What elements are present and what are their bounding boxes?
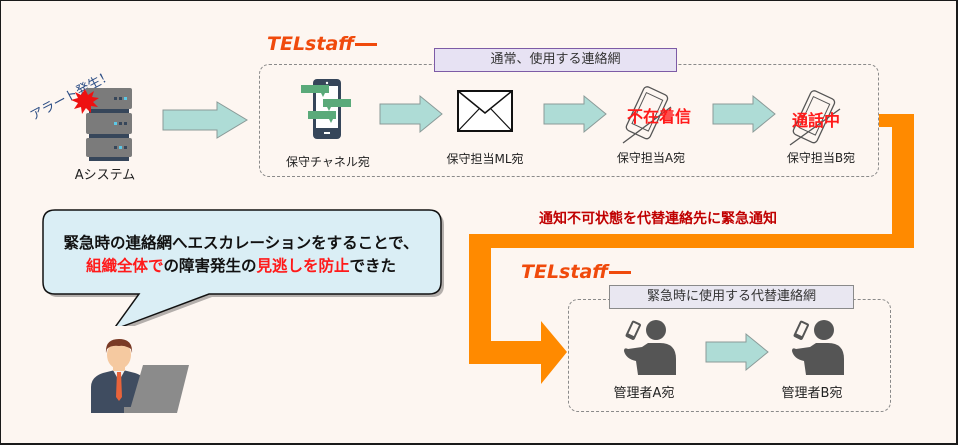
escalation-arrow bbox=[469, 114, 914, 384]
step-label: 保守担当A宛 bbox=[616, 151, 686, 165]
telstaff-logo: TELstaff bbox=[521, 261, 632, 283]
server-icon bbox=[71, 88, 132, 161]
source-system-label: Aシステム bbox=[74, 168, 136, 183]
secondary-network-title: 緊急時に使用する代替連絡網 bbox=[609, 285, 854, 309]
callout-line-2: 組織全体での障害発生の見逃しを防止できた bbox=[43, 255, 439, 277]
flow-arrow bbox=[705, 332, 769, 372]
callout-text: の障害発生の bbox=[163, 257, 257, 275]
step-label: 保守チャネル宛 bbox=[286, 155, 370, 169]
step-label: 管理者B宛 bbox=[781, 386, 843, 401]
highlight-text: 組織全体で bbox=[85, 257, 164, 275]
flow-arrow bbox=[712, 94, 776, 134]
callout-bubble bbox=[42, 209, 444, 326]
status-busy: 通話中 bbox=[792, 111, 841, 130]
flow-arrow bbox=[162, 101, 248, 139]
step-label: 保守担当ML宛 bbox=[446, 152, 524, 166]
step-label: 保守担当B宛 bbox=[786, 151, 856, 165]
phone-crossed-icon bbox=[789, 90, 841, 146]
status-missed-call: 不在着信 bbox=[627, 107, 692, 126]
flow-arrow bbox=[379, 94, 443, 134]
step-label: 管理者A宛 bbox=[613, 386, 675, 401]
smartphone-chat-icon bbox=[301, 79, 351, 139]
flow-arrow bbox=[543, 94, 607, 134]
primary-network-title: 通常、使用する連絡網 bbox=[434, 48, 677, 72]
callout-line-1: 緊急時の連絡網へエスカレーションをすることで、 bbox=[63, 234, 419, 252]
highlight-text: 見逃しを防止 bbox=[256, 257, 350, 275]
phone-crossed-icon bbox=[622, 86, 672, 144]
escalation-label: 通知不可状態を代替連絡先に緊急通知 bbox=[539, 211, 777, 227]
person-laptop-icon bbox=[91, 339, 189, 413]
person-on-phone-icon bbox=[624, 320, 676, 375]
person-on-phone-icon bbox=[792, 320, 844, 375]
envelope-icon bbox=[457, 90, 513, 132]
callout-text: できた bbox=[349, 257, 397, 275]
alert-burst-icon bbox=[71, 89, 99, 114]
telstaff-logo: TELstaff bbox=[267, 33, 378, 55]
